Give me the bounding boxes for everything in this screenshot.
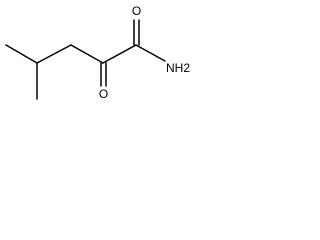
skeletal-structure-diagram: O O NH2	[5, 4, 190, 101]
bond-ketone-amide-carbon	[102, 44, 137, 64]
bond-methyl-top	[5, 44, 38, 64]
bond-ch-ch2	[36, 44, 72, 64]
bond-amide-cn	[135, 44, 166, 62]
amide-nitrogen-label: NH2	[166, 61, 190, 75]
amide-oxygen-label: O	[132, 4, 141, 18]
bond-ch2-ketone-carbon	[70, 44, 104, 64]
ketone-oxygen-label: O	[99, 87, 108, 101]
